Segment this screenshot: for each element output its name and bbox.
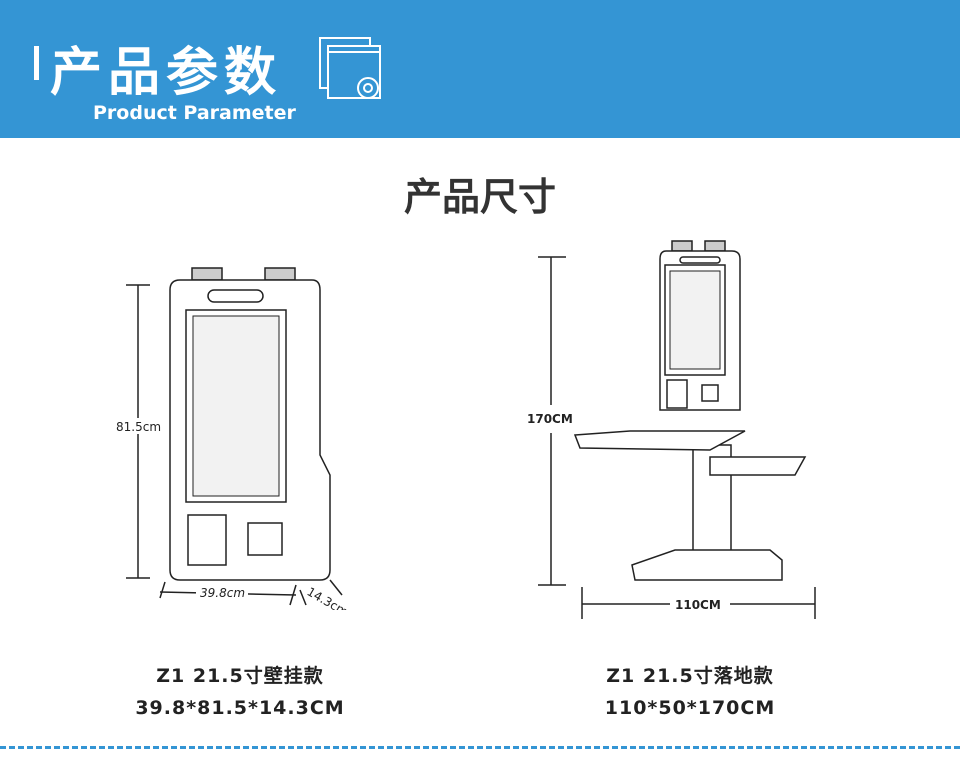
height-label: 170CM — [527, 412, 573, 426]
header-title: 产品参数 — [50, 43, 283, 103]
product-size: 110*50*170CM — [604, 697, 776, 719]
floor-kiosk-caption: Z1 21.5寸落地款 110*50*170CM — [570, 660, 810, 724]
header-subtitle: Product Parameter — [93, 102, 296, 124]
product-name: Z1 21.5寸壁挂款 — [156, 665, 324, 687]
title-accent-bar — [34, 46, 39, 80]
floor-kiosk-drawing — [538, 240, 816, 619]
height-label: 81.5cm — [116, 420, 161, 434]
dashed-divider — [0, 746, 960, 749]
width-label: 110CM — [675, 598, 721, 612]
width-label: 39.8cm — [200, 586, 245, 600]
product-name: Z1 21.5寸落地款 — [606, 665, 774, 687]
floor-kiosk-labels: 170CM 110CM — [527, 412, 721, 612]
depth-label: 14.3cm — [305, 584, 351, 610]
product-size: 39.8*81.5*14.3CM — [135, 697, 345, 719]
settings-window-icon — [319, 37, 381, 99]
header-banner: 产品参数 Product Parameter — [0, 0, 960, 138]
wall-kiosk-caption: Z1 21.5寸壁挂款 39.8*81.5*14.3CM — [120, 660, 360, 724]
section-title: 产品尺寸 — [403, 175, 556, 219]
wall-kiosk-labels: 81.5cm 39.8cm 14.3cm — [114, 418, 351, 610]
wall-kiosk-drawing — [126, 267, 343, 606]
